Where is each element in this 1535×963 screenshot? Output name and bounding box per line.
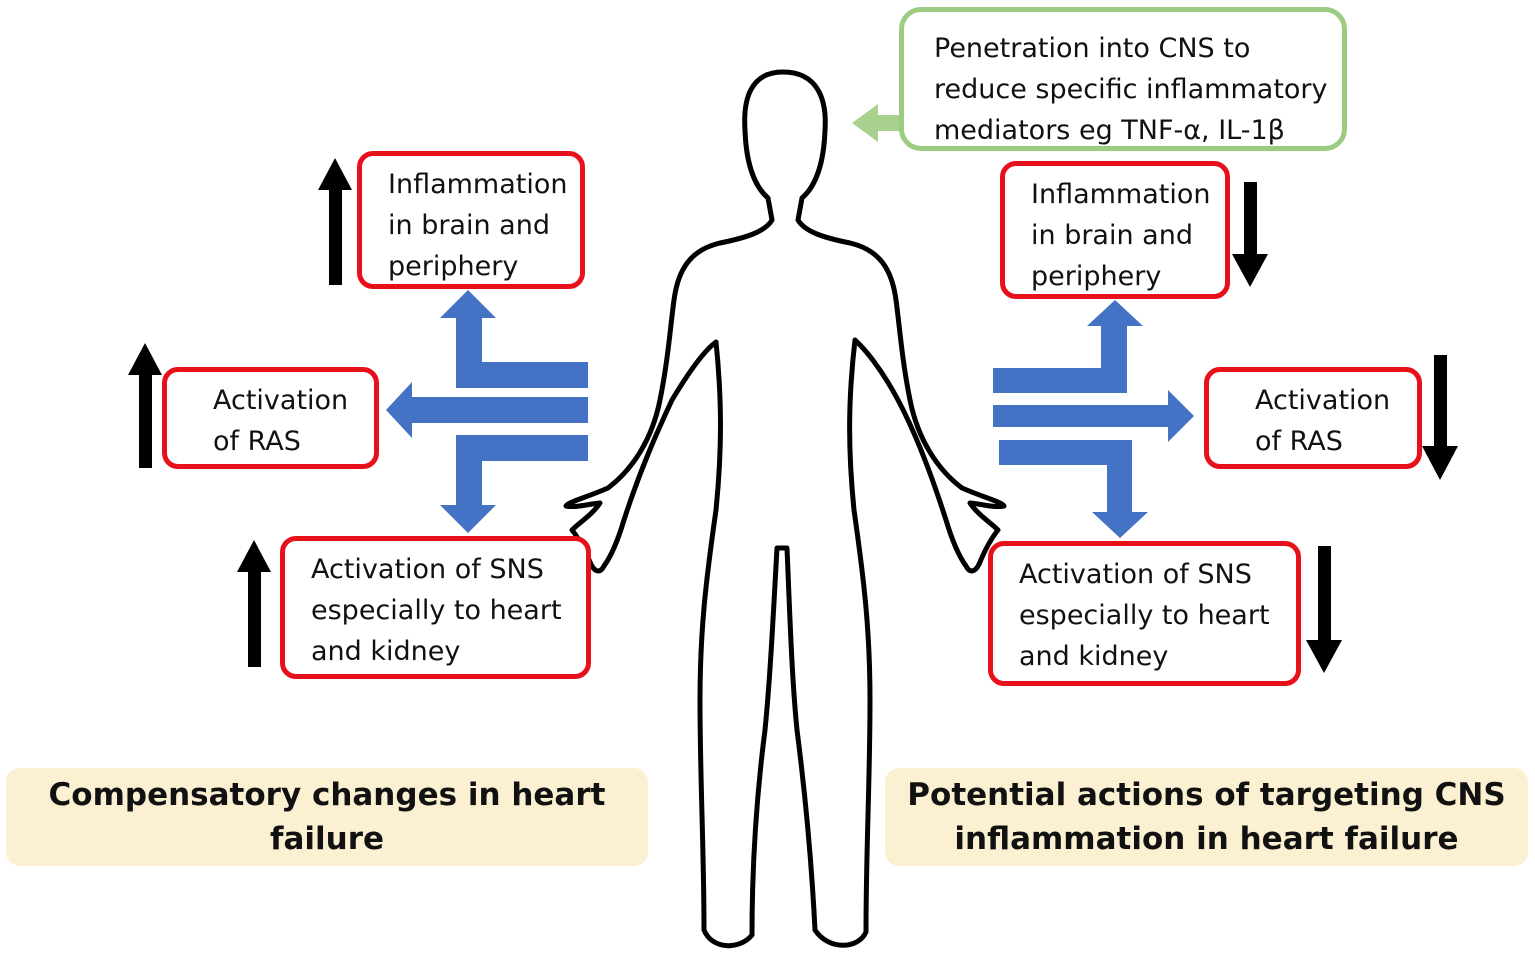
left-block-arrows <box>386 290 588 533</box>
box-line: and kidney <box>311 636 461 667</box>
down-arrow-icon <box>1232 182 1268 287</box>
up-arrow-icon <box>237 540 271 667</box>
left-arrow-to-ras <box>386 382 588 438</box>
left-arrow-up-to-inflammation <box>440 290 588 388</box>
caption-line: inflammation in heart failure <box>954 821 1459 857</box>
right-inflammation-box: Inflammation in brain and periphery <box>1000 161 1230 299</box>
box-line: periphery <box>388 251 519 282</box>
right-sns-box: Activation of SNS especially to heart an… <box>988 541 1301 686</box>
box-line: Activation <box>213 385 349 416</box>
box-line: Inflammation <box>1031 179 1211 210</box>
box-line: Inflammation <box>388 169 568 200</box>
caption-line: Compensatory changes in heart failure <box>48 777 606 857</box>
human-silhouette-outline <box>563 69 1007 949</box>
left-sns-box: Activation of SNS especially to heart an… <box>280 536 591 679</box>
right-arrow-down-to-sns <box>999 440 1148 538</box>
box-line: of RAS <box>1255 426 1343 457</box>
caption-line: Potential actions of targeting CNS <box>907 777 1506 813</box>
right-caption-panel: Potential actions of targeting CNS infla… <box>885 768 1528 866</box>
left-inflammation-box: Inflammation in brain and periphery <box>357 151 585 289</box>
left-ras-box: Activation of RAS <box>162 367 379 469</box>
down-arrow-icon <box>1422 355 1458 480</box>
box-line: Activation <box>1255 385 1391 416</box>
box-line: periphery <box>1031 261 1162 292</box>
up-arrow-icon <box>318 158 352 285</box>
right-block-arrows <box>993 300 1194 538</box>
cns-penetration-note: Penetration into CNS to reduce specific … <box>899 7 1347 151</box>
right-arrow-up-to-inflammation <box>993 300 1143 393</box>
left-caption-panel: Compensatory changes in heart failure <box>6 768 648 866</box>
box-line: and kidney <box>1019 641 1169 672</box>
note-line: mediators eg TNF-α, IL-1β <box>934 115 1285 146</box>
box-line: in brain and <box>1031 220 1193 251</box>
right-trend-arrows <box>1232 182 1458 673</box>
note-line: reduce specific inflammatory <box>934 74 1328 105</box>
box-line: Activation of SNS <box>1019 559 1252 590</box>
note-line: Penetration into CNS to <box>934 33 1251 64</box>
box-line: in brain and <box>388 210 550 241</box>
right-arrow-to-ras <box>993 390 1194 442</box>
left-trend-arrows <box>128 158 352 667</box>
box-line: Activation of SNS <box>311 554 544 585</box>
left-arrow-down-to-sns <box>440 435 588 533</box>
box-line: especially to heart <box>1019 600 1270 631</box>
box-line: especially to heart <box>311 595 562 626</box>
right-ras-box: Activation of RAS <box>1204 367 1422 469</box>
down-arrow-icon <box>1306 546 1342 673</box>
note-arrow <box>852 104 905 142</box>
up-arrow-icon <box>128 343 162 468</box>
box-line: of RAS <box>213 426 301 457</box>
